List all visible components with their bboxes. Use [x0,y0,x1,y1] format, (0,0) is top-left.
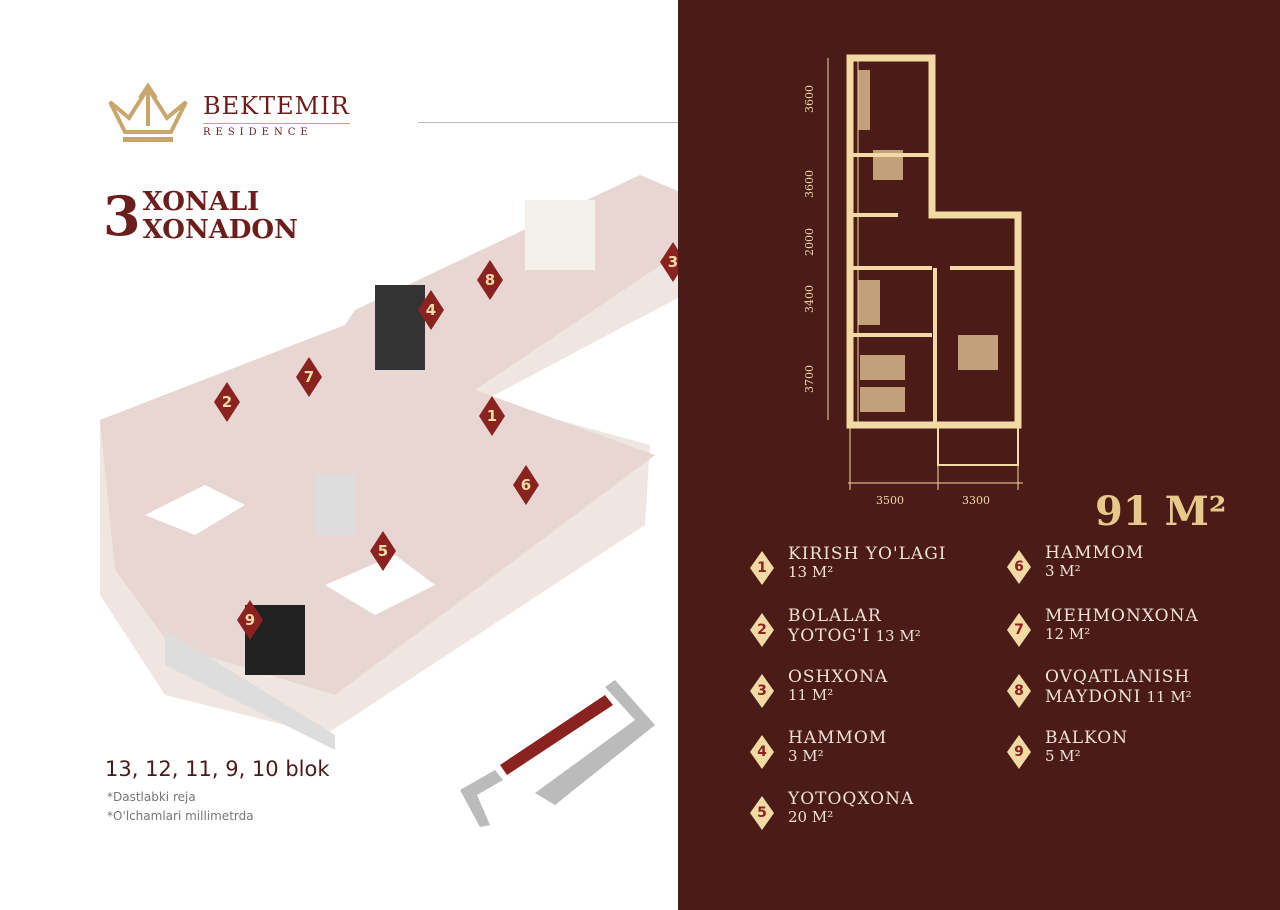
right-panel: 3600 3600 2000 3400 3700 3500 3300 [678,0,1280,910]
diamond-badge: 5 [750,796,774,830]
note-millimeters: *O'lchamlari millimetrda [107,809,254,823]
floor-plan-drawing [827,54,1023,490]
diamond-badge: 2 [750,613,774,647]
dim-v3: 2000 [803,228,816,256]
diamond-badge: 6 [1007,550,1031,584]
room-area: 3 M² [1045,562,1081,580]
diamond-badge: 4 [750,735,774,769]
brand-name: BEKTEMIR [203,92,350,120]
title-line1: XONALI [142,187,260,217]
dim-v1: 3600 [803,85,816,113]
note-preliminary: *Dastlabki reja [107,790,196,804]
room-area: 3 M² [788,747,824,765]
diamond-badge: 8 [1007,674,1031,708]
room-name: BOLALAR [788,606,882,626]
building-location-map [460,680,655,827]
crown-icon [108,82,188,142]
room-area: 13 M² [875,627,921,645]
brand-sub: RESIDENCE [203,123,350,138]
dim-v4: 3400 [803,285,816,313]
diamond-badge: 3 [750,674,774,708]
divider [418,122,678,123]
room-name: OSHXONA [788,667,889,687]
room-name: KIRISH YO'LAGI [788,544,947,564]
room-name: HAMMOM [788,728,888,748]
diamond-badge: 1 [750,551,774,585]
dim-h2: 3300 [962,494,990,507]
diamond-badge: 9 [1007,735,1031,769]
room-name-2: MAYDONI [1045,687,1142,707]
isometric-plan-illustration [100,175,745,750]
room-name: OVQATLANISH [1045,667,1191,687]
blocks-label: 13, 12, 11, 9, 10 blok [105,757,330,781]
room-area: 11 M² [788,686,834,704]
dim-h1: 3500 [876,494,904,507]
room-area: 11 M² [1146,688,1192,706]
room-name-2: YOTOG'I [788,626,871,646]
room-name: YOTOQXONA [788,789,915,809]
room-name: HAMMOM [1045,543,1145,563]
room-area: 5 M² [1045,747,1081,765]
logo: BEKTEMIR RESIDENCE [105,82,350,148]
room-area: 12 M² [1045,625,1091,643]
dim-v5: 3700 [803,365,816,393]
room-name: BALKON [1045,728,1129,748]
total-area: 91 M² [1095,488,1227,535]
room-area: 20 M² [788,808,834,826]
title-number: 3 [103,184,141,248]
room-name: MEHMONXONA [1045,606,1199,626]
title-line2: XONADON [142,215,298,245]
room-area: 13 M² [788,563,834,581]
dim-v2: 3600 [803,170,816,198]
diamond-badge: 7 [1007,613,1031,647]
